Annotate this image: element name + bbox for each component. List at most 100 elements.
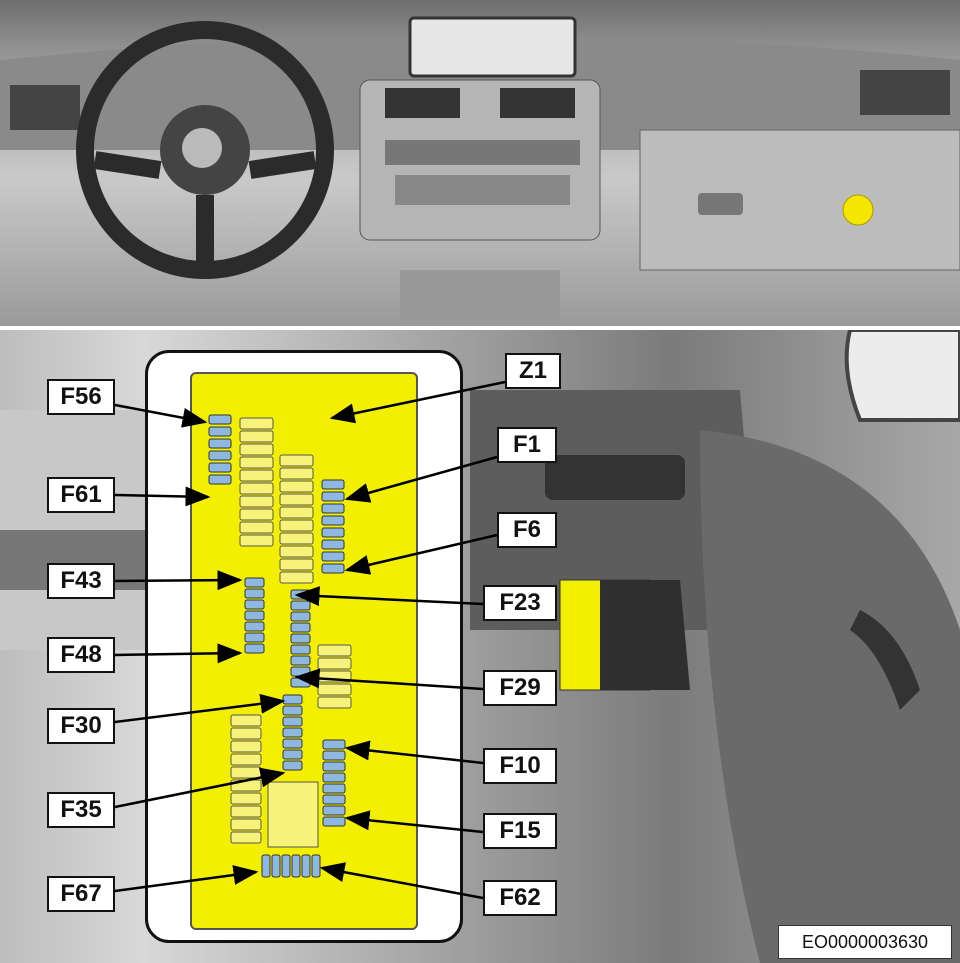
label-f48: F48	[47, 637, 115, 673]
label-f29: F29	[483, 670, 557, 706]
mini-fuse	[244, 610, 265, 621]
maxi-fuse	[317, 683, 352, 696]
arrow-f23	[294, 586, 484, 607]
mini-fuse	[244, 577, 265, 588]
mini-fuse	[244, 643, 265, 654]
arrow-f35	[114, 767, 286, 809]
mini-fuse	[281, 854, 291, 878]
arrow-f30	[114, 693, 286, 724]
arrow-f43	[114, 570, 243, 591]
mini-fuse	[244, 599, 265, 610]
arrow-f67	[114, 865, 259, 893]
label-f30: F30	[47, 708, 115, 744]
mini-fuse	[244, 632, 265, 643]
arrow-f1	[344, 455, 498, 503]
maxi-fuse	[239, 430, 274, 443]
maxi-fuse	[279, 467, 314, 480]
label-f67: F67	[47, 876, 115, 912]
arrow-z1	[329, 380, 506, 424]
mini-fuse	[321, 563, 345, 574]
label-z1: Z1	[505, 353, 561, 389]
mini-fuse	[261, 854, 271, 878]
mini-fuse	[321, 551, 345, 562]
maxi-fuse	[279, 532, 314, 545]
maxi-fuse	[239, 534, 274, 547]
mini-fuse	[282, 749, 303, 760]
maxi-fuse	[230, 818, 262, 831]
maxi-fuse	[279, 558, 314, 571]
mini-fuse	[208, 462, 232, 473]
mini-fuse	[321, 479, 345, 490]
mini-fuse	[321, 503, 345, 514]
mini-fuse	[291, 854, 301, 878]
maxi-fuse	[279, 519, 314, 532]
maxi-fuse	[239, 417, 274, 430]
maxi-fuse	[230, 714, 262, 727]
arrow-f48	[114, 643, 243, 664]
mini-fuse	[282, 727, 303, 738]
mini-fuse	[321, 539, 345, 550]
dashboard-illustration	[0, 16, 960, 326]
panel-divider	[0, 326, 960, 330]
label-f35: F35	[47, 792, 115, 828]
fuse-box-location-marker	[842, 194, 874, 226]
maxi-fuse	[230, 740, 262, 753]
dashboard-overview-view	[0, 0, 960, 326]
label-f1: F1	[497, 427, 557, 463]
label-f62: F62	[483, 880, 557, 916]
maxi-fuse	[230, 792, 262, 805]
label-f61: F61	[47, 477, 115, 513]
mini-fuse	[301, 854, 311, 878]
maxi-fuse	[279, 493, 314, 506]
mini-fuse	[290, 633, 311, 644]
maxi-fuse	[230, 753, 262, 766]
mini-fuse	[290, 622, 311, 633]
mini-fuse	[208, 414, 232, 425]
mini-fuse	[282, 716, 303, 727]
maxi-fuse	[279, 454, 314, 467]
maxi-fuse	[230, 727, 262, 740]
mini-fuse	[282, 760, 303, 771]
glovebox-illustration	[0, 330, 960, 963]
maxi-fuse	[230, 805, 262, 818]
mini-fuse	[282, 738, 303, 749]
maxi-fuse	[239, 456, 274, 469]
mini-fuse	[322, 783, 346, 794]
arrow-f15	[344, 810, 484, 834]
maxi-fuse	[239, 521, 274, 534]
mini-fuse	[290, 655, 311, 666]
maxi-fuse	[239, 469, 274, 482]
relay-block	[267, 781, 319, 848]
label-f10: F10	[483, 748, 557, 784]
mini-fuse	[208, 438, 232, 449]
maxi-fuse	[279, 506, 314, 519]
label-f23: F23	[483, 585, 557, 621]
mini-fuse	[290, 611, 311, 622]
arrow-f61	[114, 486, 211, 507]
mini-fuse	[244, 588, 265, 599]
maxi-fuse	[230, 831, 262, 844]
maxi-fuse	[239, 508, 274, 521]
arrow-f10	[344, 740, 484, 765]
maxi-fuse	[279, 480, 314, 493]
maxi-fuse	[317, 657, 352, 670]
maxi-fuse	[239, 495, 274, 508]
image-code: EO0000003630	[778, 925, 952, 959]
mini-fuse	[321, 515, 345, 526]
maxi-fuse	[239, 443, 274, 456]
mini-fuse	[322, 761, 346, 772]
maxi-fuse	[279, 571, 314, 584]
arrow-f56	[114, 403, 208, 428]
mini-fuse	[322, 772, 346, 783]
label-f15: F15	[483, 813, 557, 849]
mini-fuse	[321, 527, 345, 538]
arrow-f6	[344, 533, 498, 575]
maxi-fuse	[317, 644, 352, 657]
mini-fuse	[322, 794, 346, 805]
arrow-f62	[319, 862, 484, 900]
maxi-fuse	[279, 545, 314, 558]
maxi-fuse	[317, 696, 352, 709]
label-f6: F6	[497, 512, 557, 548]
